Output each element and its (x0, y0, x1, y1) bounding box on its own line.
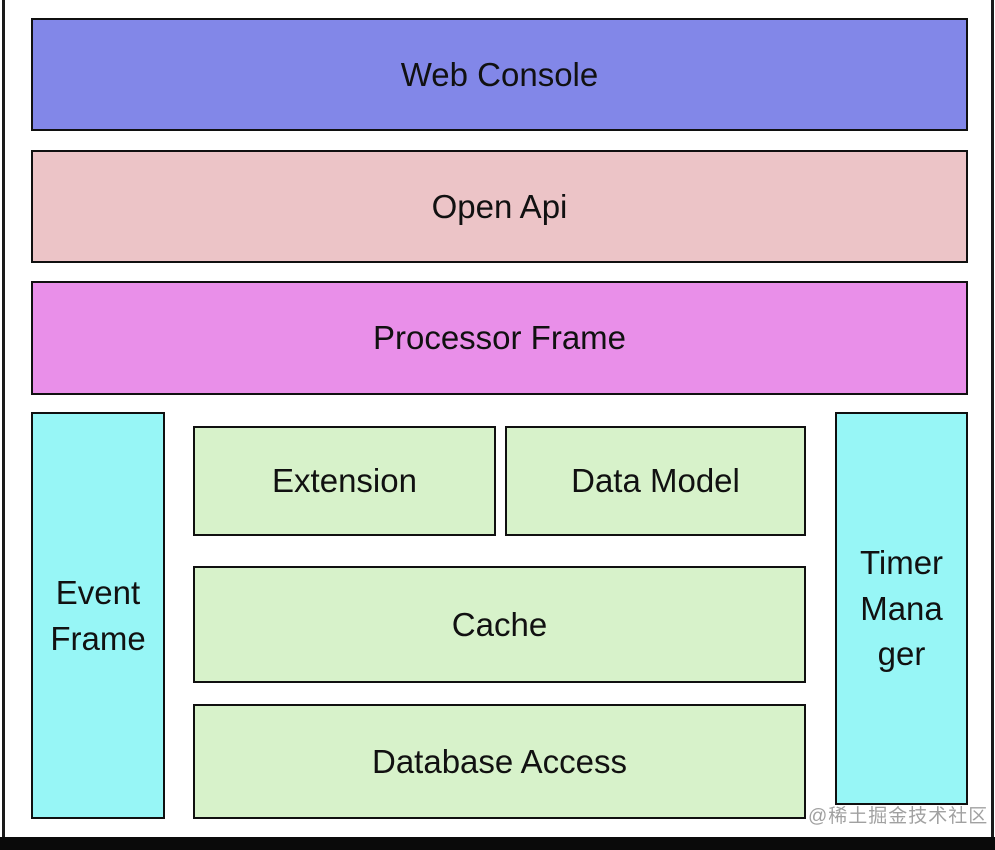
block-database-access: Database Access (193, 704, 806, 819)
outer-frame-left-edge (2, 0, 5, 850)
block-data-model: Data Model (505, 426, 806, 536)
block-label: Extension (272, 462, 417, 500)
block-web-console: Web Console (31, 18, 968, 131)
block-label-line: Frame (50, 619, 146, 657)
block-label-line: Mana (860, 589, 943, 627)
block-event-frame: Event Frame (31, 412, 165, 819)
outer-frame-bottom-bar (0, 837, 995, 850)
block-label: Cache (451, 605, 548, 643)
block-label-line: Timer (859, 544, 944, 582)
block-extension: Extension (193, 426, 496, 536)
block-cache: Cache (193, 566, 806, 683)
block-label: Web Console (400, 55, 599, 93)
block-label: Data Model (571, 462, 740, 500)
block-processor-frame: Processor Frame (31, 281, 968, 395)
block-label-line: Event (55, 573, 141, 611)
block-label: Database Access (372, 742, 627, 780)
block-label: Processor Frame (372, 319, 627, 357)
block-timer-manager: Timer Mana ger (835, 412, 968, 805)
outer-frame-right-edge (991, 0, 994, 850)
watermark-text: @稀土掘金技术社区 (808, 806, 989, 827)
block-open-api: Open Api (31, 150, 968, 263)
block-label: Open Api (431, 187, 568, 225)
block-label-line: ger (877, 635, 926, 673)
